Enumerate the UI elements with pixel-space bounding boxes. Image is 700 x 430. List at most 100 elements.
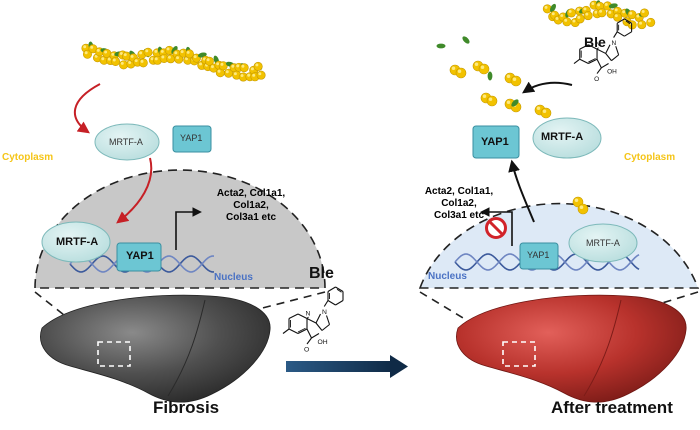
ball-highlight <box>186 50 190 54</box>
zoom-box-right <box>502 341 536 367</box>
ball-highlight <box>597 3 601 7</box>
ball-highlight <box>506 100 511 104</box>
ball-highlight <box>130 54 134 58</box>
ball-highlight <box>572 19 576 23</box>
atom-label: N <box>322 309 327 316</box>
yap1-box-right-top <box>472 125 520 159</box>
mrtfa-oval-left-top <box>94 123 160 161</box>
ball-highlight <box>258 72 262 76</box>
ball-highlight <box>83 45 87 49</box>
collagen-ball <box>577 203 589 215</box>
ball-highlight <box>112 58 116 62</box>
bond <box>601 63 609 69</box>
collagen-ball <box>455 67 467 79</box>
collagen-ball <box>111 56 121 66</box>
bond <box>579 44 589 50</box>
bond <box>613 31 618 38</box>
bond <box>588 58 596 63</box>
bond <box>306 328 312 339</box>
yap1-label-left-top: YAP1 <box>180 133 203 143</box>
bond <box>315 322 323 331</box>
ball-highlight <box>84 51 88 55</box>
arrow-degradation <box>522 81 573 94</box>
liver-fibrotic <box>40 294 271 403</box>
ball-highlight <box>574 198 579 202</box>
ball-highlight <box>174 51 178 55</box>
yap1-box-right-nucleus <box>519 242 559 270</box>
ball-highlight <box>585 12 589 16</box>
collagen-ball <box>566 8 576 18</box>
bond <box>297 328 308 334</box>
arrow-fiber-to-mrtfa <box>73 83 101 134</box>
collagen-ball <box>253 61 263 71</box>
bond <box>579 58 589 65</box>
bond <box>573 58 581 64</box>
ball-highlight <box>555 17 559 20</box>
bond <box>616 31 625 37</box>
bond <box>297 313 308 319</box>
ball-highlight <box>231 64 235 68</box>
ball-highlight <box>614 14 618 18</box>
collagen-fiber-right <box>542 0 656 30</box>
atom-label: O <box>304 347 309 354</box>
collagen-ball <box>583 11 593 21</box>
ball-highlight <box>193 55 197 59</box>
ball-highlight <box>185 57 189 61</box>
caption-fibrosis: Fibrosis <box>153 398 220 417</box>
treatment-arrow-head <box>390 355 408 378</box>
collagen-ball <box>646 17 656 27</box>
transcription-arrow-right <box>480 207 513 246</box>
ball-highlight <box>579 205 584 209</box>
ball-highlight <box>488 97 493 101</box>
bond <box>624 31 632 37</box>
bond <box>605 44 611 54</box>
bond <box>588 44 598 50</box>
bond <box>611 54 619 62</box>
gene-list-left: Acta2, Col1a1, Col1a2, Col3a1 etc <box>206 188 296 224</box>
treatment-arrow-body <box>286 361 392 372</box>
cytoplasm-label-right: Cytoplasm <box>624 152 676 163</box>
yap1-box-left-top <box>172 125 212 153</box>
collagen-ball <box>639 8 649 18</box>
ball-highlight <box>216 62 220 66</box>
gene-line: Acta2, Col1a1, <box>424 186 494 197</box>
ball-highlight <box>154 49 158 53</box>
ball-highlight <box>591 2 595 6</box>
mrtfa-label-left-top: MRTF-A <box>109 137 143 147</box>
nucleus-label-right: Nucleus <box>428 271 467 282</box>
ball-highlight <box>96 48 100 52</box>
bond <box>615 46 620 56</box>
zoom-box-left <box>97 341 131 367</box>
mrtfa-label-left-nucleus: MRTF-A <box>56 236 99 248</box>
crosslink-leaf <box>462 36 470 44</box>
inhibit-icon <box>485 217 507 239</box>
mrtfa-label-right-nucleus: MRTF-A <box>586 238 620 248</box>
bond <box>306 316 309 319</box>
ball-highlight <box>166 47 170 51</box>
ball-highlight <box>120 61 124 65</box>
ball-highlight <box>564 18 568 22</box>
ball-highlight <box>134 59 138 63</box>
ball-highlight <box>236 64 240 68</box>
bond <box>282 328 290 334</box>
bond <box>596 58 602 69</box>
collagen-ball <box>562 17 572 27</box>
crosslink-leaf <box>436 43 446 49</box>
collagen-ball <box>510 75 522 87</box>
crosslink-leaf <box>171 46 178 55</box>
ball-highlight <box>220 62 224 66</box>
bond <box>288 328 299 334</box>
collagen-ball <box>239 63 249 73</box>
liver-lobe-line-right <box>583 299 622 397</box>
ball-highlight <box>150 57 154 61</box>
atom-label: N <box>611 40 616 47</box>
gene-line: Acta2, Col1a1, <box>216 188 286 199</box>
ball-highlight <box>536 106 541 110</box>
arrow-nuclear-export <box>508 159 535 223</box>
zoom-line-right-a <box>419 291 504 343</box>
bond <box>288 313 299 319</box>
ball-highlight <box>647 19 651 23</box>
ball-highlight <box>210 65 214 69</box>
ball-highlight <box>206 58 210 62</box>
ball-highlight <box>576 8 580 12</box>
